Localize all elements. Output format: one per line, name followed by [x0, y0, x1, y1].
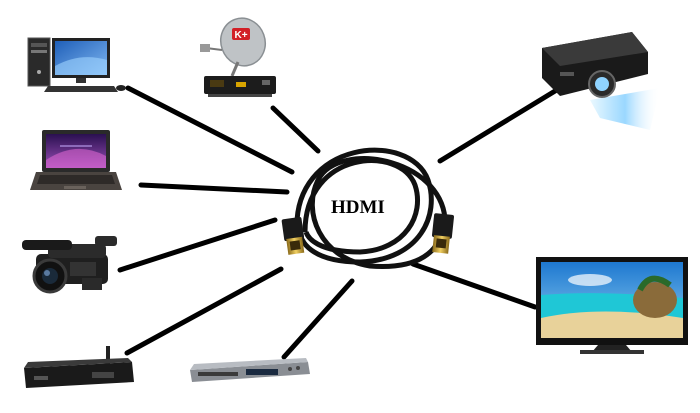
- laptop-icon: [30, 130, 122, 190]
- desktop-computer-icon: [27, 37, 126, 92]
- line-media-box: [124, 266, 284, 356]
- connector-lines: [117, 85, 563, 360]
- projector-icon: [542, 32, 660, 130]
- line-desktop: [125, 85, 295, 175]
- line-camcorder: [117, 217, 278, 273]
- line-laptop: [138, 182, 290, 195]
- flat-screen-tv-icon: [536, 257, 688, 354]
- camcorder-icon: [22, 236, 117, 294]
- line-dvd: [281, 278, 355, 360]
- satellite-dish-receiver-icon: K+: [200, 17, 276, 97]
- line-projector: [437, 85, 563, 164]
- media-player-box-icon: [24, 346, 134, 388]
- dvd-player-icon: [190, 358, 310, 382]
- line-tv: [410, 261, 538, 310]
- line-satellite: [270, 105, 321, 154]
- hdmi-cable-icon: HDMI: [281, 147, 455, 270]
- center-label: HDMI: [331, 197, 385, 218]
- dish-logo: K+: [234, 30, 247, 41]
